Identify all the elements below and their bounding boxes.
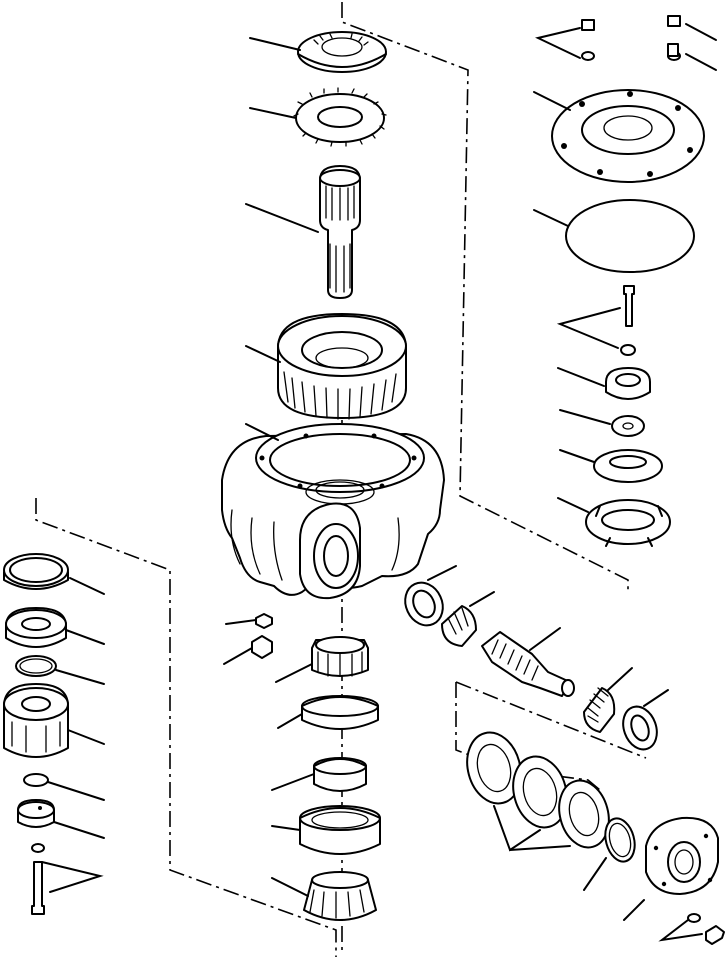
leader-snap-ring-small — [47, 781, 105, 801]
o-ring-cap — [604, 817, 636, 863]
leader-bearing-top — [275, 663, 313, 683]
splined-shaft — [319, 165, 361, 299]
thrust-washer — [593, 449, 663, 483]
snap-ring-large — [3, 553, 69, 590]
leader-small-washer — [559, 409, 611, 425]
split-thrust-ring — [585, 499, 671, 547]
leader-o-ring-small — [55, 669, 105, 685]
leader-snap-ring — [69, 577, 105, 595]
bearing-cup-1 — [301, 695, 379, 730]
retainer-cap — [605, 367, 651, 400]
shim-2 — [512, 755, 568, 829]
taper-bearing-top — [311, 636, 369, 677]
shim-3 — [558, 779, 610, 849]
bearing-cup-pinion — [404, 581, 444, 627]
gearbox-housing — [221, 423, 445, 600]
leader-thrust-washer — [559, 449, 595, 463]
leader-cover-o-ring — [533, 209, 569, 227]
leader-split-ring — [557, 497, 589, 513]
leader-cup-2 — [271, 825, 301, 831]
leader-bearing-cap — [623, 899, 645, 921]
leader-cap-bolts — [658, 919, 703, 942]
hub-bolt-and-washer — [31, 843, 45, 915]
cover-bolts — [581, 15, 681, 61]
leader-bevel-gear — [607, 667, 633, 691]
leader-cover-bolts-left — [535, 27, 581, 59]
leader-sun-gear — [249, 107, 297, 119]
cover-o-ring — [565, 199, 695, 273]
seal-carrier — [5, 607, 67, 648]
drain-plug — [251, 613, 273, 659]
thrust-plate — [297, 31, 387, 73]
leader-cup-right — [643, 689, 669, 707]
small-washer — [611, 415, 645, 437]
o-ring-small — [15, 655, 57, 677]
bearing-cup-right — [622, 705, 658, 751]
leader-top-cover — [533, 91, 571, 111]
shim-1 — [466, 731, 522, 805]
bearing-cap — [645, 816, 719, 895]
leader-housing — [245, 423, 279, 441]
sun-gear — [293, 87, 387, 147]
center-bolt — [620, 285, 636, 356]
bearing-cup-2 — [299, 805, 381, 855]
leader-spacer — [271, 773, 315, 791]
leader-ring-gear — [245, 345, 281, 363]
bevel-gear-small — [583, 687, 616, 733]
leader-center-bolt — [556, 307, 621, 349]
leader-cover-bolt-r2 — [685, 53, 717, 71]
cap-bolt-and-washer — [687, 913, 725, 945]
leader-shims-2 — [509, 845, 571, 851]
splined-hub — [3, 683, 69, 758]
leader-retainer-cap — [557, 367, 605, 387]
leader-hub-bolt — [41, 861, 104, 893]
leader-seal-carrier — [65, 629, 105, 645]
snap-ring-small — [23, 773, 49, 787]
leader-thrust-plate — [249, 37, 301, 51]
leader-splined-hub — [67, 729, 105, 745]
leader-splined-shaft — [245, 203, 319, 233]
top-cover — [551, 89, 705, 183]
leader-cup-1 — [277, 713, 303, 729]
pinion-bearing — [441, 605, 477, 647]
leader-plug — [223, 647, 253, 665]
leader-o-ring — [583, 857, 607, 891]
planetary-ring-gear — [277, 313, 407, 420]
spacer-ring — [313, 757, 367, 792]
pinion-shaft — [481, 631, 575, 697]
leader-end-cap — [53, 821, 105, 839]
leader-cup-pinion — [427, 565, 457, 581]
leader-washer — [225, 619, 257, 625]
leader-pinion-shaft — [529, 627, 561, 651]
end-cap — [17, 799, 55, 828]
taper-bearing-bottom — [303, 871, 377, 921]
leader-cover-bolt-r1 — [685, 23, 717, 41]
leader-pinion-bearing — [469, 591, 495, 607]
leader-bearing-bottom — [271, 877, 309, 897]
